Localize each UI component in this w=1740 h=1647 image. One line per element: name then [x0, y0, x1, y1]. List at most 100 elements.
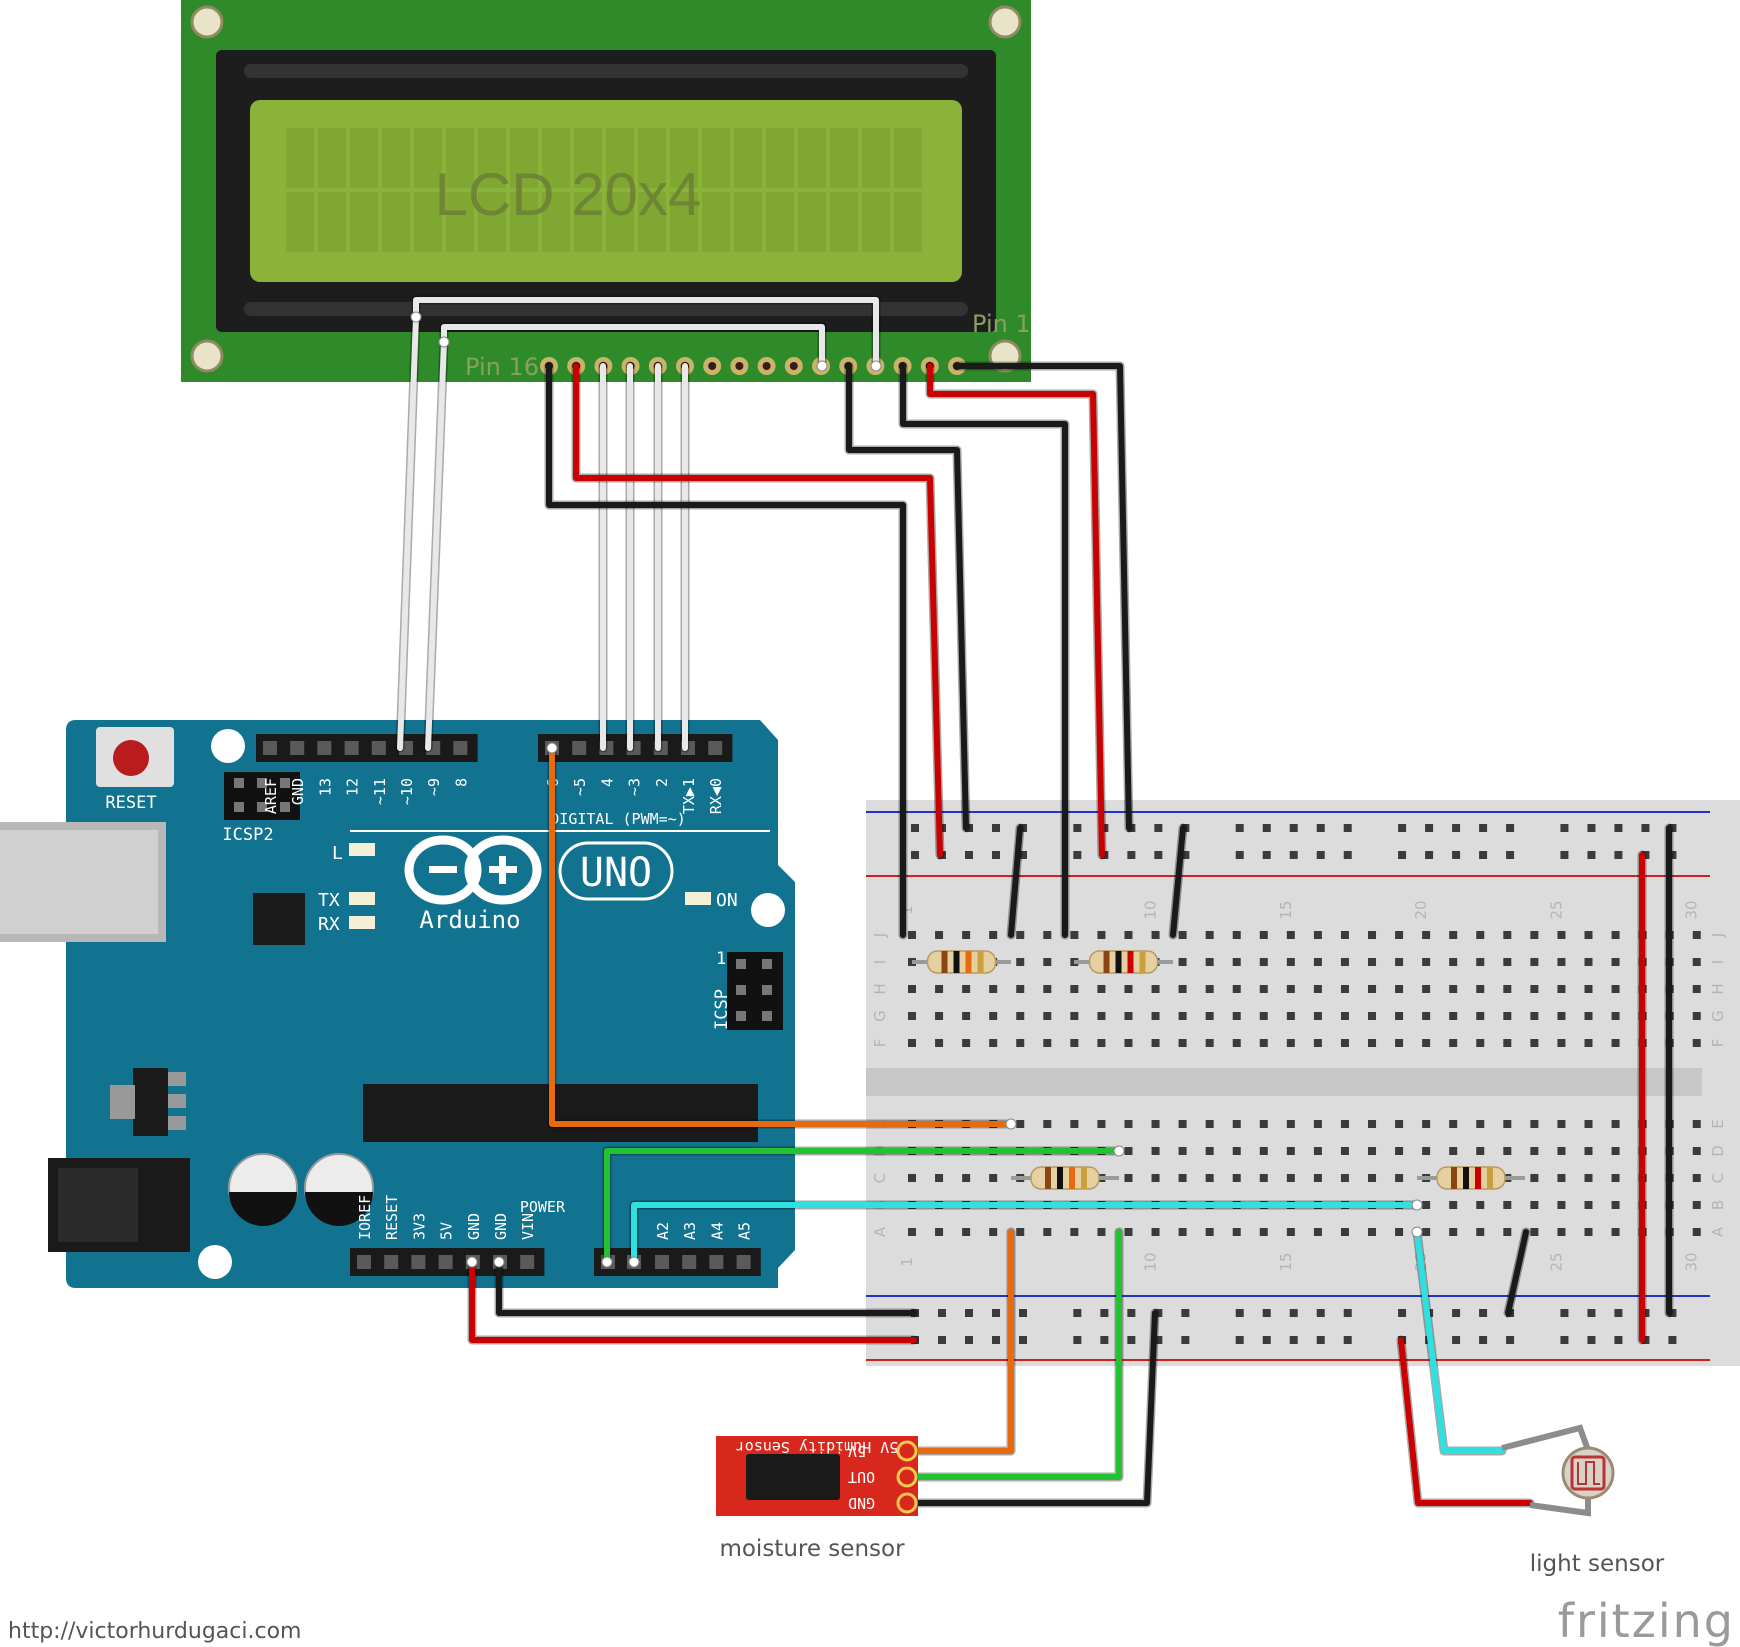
- breadboard-hole: [1097, 1228, 1106, 1236]
- breadboard-hole: [962, 985, 971, 993]
- breadboard-hole: [1368, 1039, 1377, 1047]
- breadboard-hole: [1449, 958, 1458, 966]
- rail-hole: [965, 1336, 973, 1344]
- breadboard-hole: [1611, 1120, 1620, 1128]
- header-pin-label: RESET: [383, 1195, 401, 1240]
- lcd-cell: [350, 192, 378, 252]
- rail-hole: [1235, 851, 1244, 859]
- row-label: E: [1709, 1119, 1727, 1128]
- sensor-pin-label: OUT: [848, 1468, 875, 1486]
- breadboard-hole: [1286, 1120, 1295, 1128]
- header-pin: [344, 741, 359, 755]
- wire-red: [573, 363, 943, 858]
- resistor: [912, 950, 1011, 974]
- breadboard-hole: [1016, 985, 1025, 993]
- rail-hole: [1073, 824, 1082, 832]
- column-number: 25: [1547, 900, 1565, 919]
- breadboard-hole: [1313, 1012, 1322, 1020]
- header-pin-label: A4: [708, 1222, 726, 1240]
- breadboard-hole: [1530, 1174, 1539, 1182]
- breadboard-hole: [1692, 1120, 1701, 1128]
- breadboard-hole: [1178, 1147, 1187, 1155]
- rail-hole: [1289, 1309, 1298, 1317]
- breadboard-hole: [1584, 1039, 1593, 1047]
- usb-chip: [253, 893, 305, 945]
- lcd-cell: [702, 192, 730, 252]
- breadboard-hole: [962, 931, 971, 939]
- breadboard-hole: [1611, 985, 1620, 993]
- breadboard-hole: [935, 985, 944, 993]
- rail-hole: [1668, 1336, 1677, 1344]
- breadboard-hole: [1503, 985, 1512, 993]
- icsp-header: [727, 952, 783, 1030]
- header-pin-label: VIN: [519, 1213, 537, 1240]
- breadboard-hole: [1259, 1120, 1268, 1128]
- header-pin-label: A2: [654, 1222, 672, 1240]
- breadboard-hole: [1611, 1039, 1620, 1047]
- breadboard-hole: [1286, 1147, 1295, 1155]
- lcd-cell: [734, 128, 762, 188]
- breadboard-hole: [1313, 985, 1322, 993]
- lcd-cell: [702, 128, 730, 188]
- breadboard-hole: [1178, 958, 1187, 966]
- breadboard-hole: [1043, 931, 1052, 939]
- breadboard-hole: [908, 1012, 916, 1020]
- rail-hole: [992, 824, 1000, 832]
- breadboard-hole: [1611, 1147, 1620, 1155]
- header-pin-label: RX◀0: [707, 778, 725, 814]
- breadboard-hole: [1151, 1174, 1160, 1182]
- lcd-cell: [318, 128, 346, 188]
- lcd-cell: [798, 128, 826, 188]
- breadboard-hole: [1476, 985, 1485, 993]
- breadboard-hole: [1124, 985, 1133, 993]
- breadboard-hole: [1259, 1147, 1268, 1155]
- breadboard-hole: [1340, 1039, 1349, 1047]
- led-l: [349, 843, 375, 856]
- breadboard-hole: [1070, 1228, 1079, 1236]
- rail-hole: [911, 824, 919, 832]
- rail-hole: [1614, 851, 1623, 859]
- rail-hole: [1398, 1309, 1407, 1317]
- rail-hole: [1181, 1309, 1190, 1317]
- wire-black: [1170, 825, 1186, 938]
- breadboard-hole: [1232, 1174, 1241, 1182]
- breadboard-hole: [1503, 1039, 1512, 1047]
- rail-hole: [1073, 1336, 1082, 1344]
- header-pin-label: ~3: [626, 778, 644, 796]
- rail-hole: [1425, 851, 1434, 859]
- breadboard-hole: [1557, 1201, 1566, 1209]
- breadboard-hole: [1340, 1174, 1349, 1182]
- breadboard-hole: [1395, 931, 1404, 939]
- breadboard-hole: [1611, 958, 1620, 966]
- breadboard-hole: [989, 1174, 998, 1182]
- header-pin-label: ~5: [571, 778, 589, 796]
- rail-hole: [1641, 851, 1650, 859]
- header-pin-label: A5: [736, 1222, 754, 1240]
- rail-hole: [1398, 851, 1407, 859]
- wire-black: [496, 1259, 917, 1316]
- lcd-cell: [670, 128, 698, 188]
- wire-black: [900, 363, 1068, 938]
- lcd-cell: [414, 192, 442, 252]
- breadboard-hole: [1530, 1147, 1539, 1155]
- rail-hole: [1100, 1309, 1109, 1317]
- rail-hole: [1452, 824, 1461, 832]
- header-pin-label: ~11: [371, 778, 389, 805]
- breadboard-hole: [1205, 1147, 1214, 1155]
- breadboard-hole: [1530, 985, 1539, 993]
- uno-label: UNO: [580, 850, 652, 896]
- breadboard-hole: [1503, 1012, 1512, 1020]
- row-label: C: [1709, 1173, 1727, 1183]
- column-number: 15: [1277, 1252, 1295, 1271]
- breadboard-hole: [1476, 958, 1485, 966]
- wire-orange: [904, 1229, 1014, 1454]
- breadboard-hole: [1178, 1174, 1187, 1182]
- rail-hole: [1235, 824, 1244, 832]
- breadboard-hole: [1584, 958, 1593, 966]
- led-on: [685, 892, 711, 905]
- light-sensor: light sensor: [1501, 1424, 1665, 1577]
- breadboard-hole: [1151, 1120, 1160, 1128]
- breadboard-hole: [1476, 1228, 1485, 1236]
- breadboard-hole: [1340, 1147, 1349, 1155]
